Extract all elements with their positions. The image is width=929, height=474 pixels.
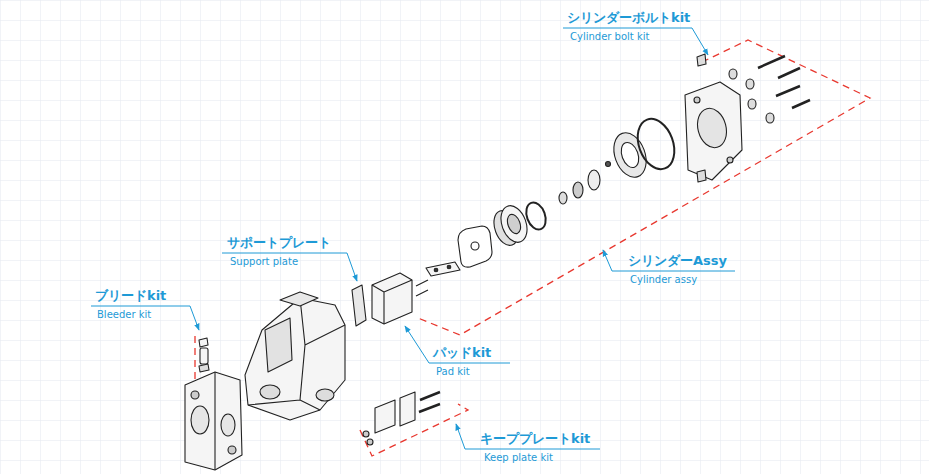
callout-label-en: Keep plate kit [484, 452, 553, 464]
callout-label: シリンダーAssy [628, 253, 727, 269]
callout-label: ブリードkit [95, 288, 166, 304]
callout-label-en: Support plate [230, 256, 298, 268]
callout-label: シリンダーボルトkit [567, 10, 690, 26]
callout-label: パッドkit [433, 345, 491, 361]
callout-label-en: Cylinder bolt kit [570, 31, 649, 43]
group-bracket [195, 40, 870, 456]
callout-label-en: Pad kit [436, 366, 470, 378]
callout-label: サポートプレート [227, 235, 331, 251]
callout-label-en: Cylinder assy [630, 274, 697, 286]
caliper-parts [185, 54, 810, 470]
callout-label: キーププレートkit [480, 431, 590, 447]
callout-label-en: Bleeder kit [97, 309, 151, 321]
